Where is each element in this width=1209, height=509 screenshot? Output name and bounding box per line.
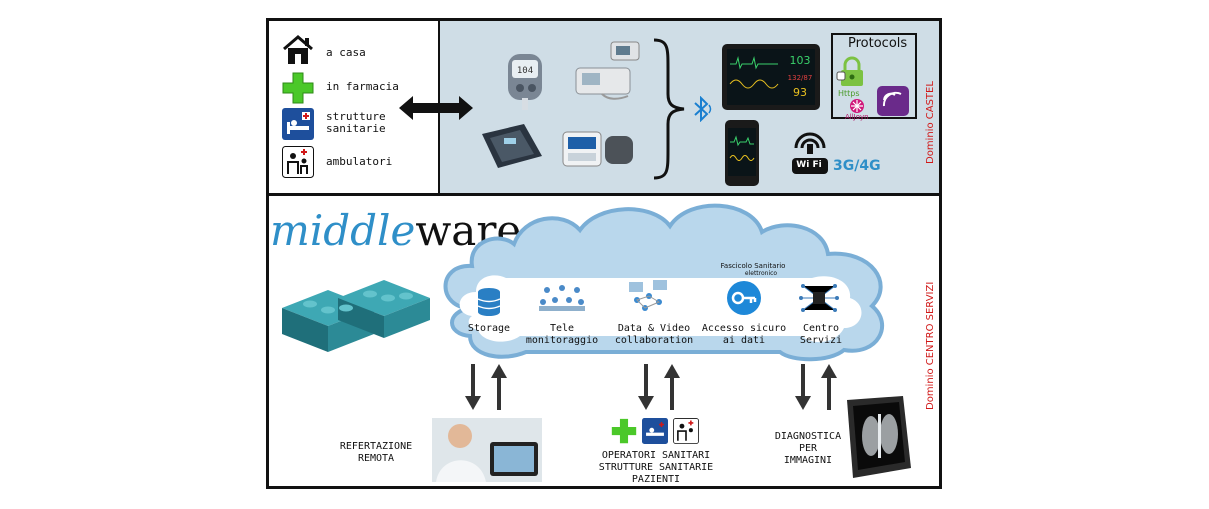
service-tele-label: Tele monitoraggio bbox=[525, 323, 599, 346]
https-lock-icon bbox=[836, 56, 863, 86]
https-label: Https bbox=[838, 89, 860, 98]
lego-blocks-icon bbox=[282, 280, 430, 352]
monitor-value-1: 103 bbox=[790, 54, 811, 67]
bluetooth-icon bbox=[694, 96, 712, 122]
mobile-network-label: 3G/4G bbox=[833, 158, 881, 174]
wifi-label: Wi Fi bbox=[796, 160, 822, 170]
protocols-box bbox=[831, 33, 917, 119]
arrows-refertazione-icon bbox=[465, 364, 507, 410]
service-collab-label: Data & Video collaboration bbox=[614, 323, 694, 346]
location-pharmacy-label: in farmacia bbox=[326, 80, 399, 93]
location-facilities-label: strutture sanitarie bbox=[326, 110, 386, 135]
operatori-caption: OPERATORI SANITARI STRUTTURE SANITARIE P… bbox=[598, 450, 714, 485]
spirometer-device-icon bbox=[610, 41, 640, 61]
clinic-doctor-icon bbox=[282, 146, 314, 178]
telemonitoring-network-icon bbox=[539, 285, 585, 311]
arrows-diagnostica-icon bbox=[795, 364, 837, 410]
operatori-clinic-icon bbox=[673, 418, 699, 444]
alljoyn-label: AllJoyn bbox=[845, 113, 869, 121]
bidirectional-arrow-icon bbox=[399, 96, 473, 120]
domain-centro-label: Dominio CENTRO SERVIZI bbox=[925, 281, 936, 410]
alljoyn-icon bbox=[850, 99, 864, 113]
blood-pressure-device-icon bbox=[562, 131, 633, 167]
doctor-tablet-photo bbox=[432, 418, 542, 482]
fascicolo-title: Fascicolo Sanitario bbox=[720, 262, 786, 270]
smartphone-icon bbox=[725, 120, 759, 186]
service-center-chip-icon bbox=[799, 284, 839, 312]
collaboration-people-icon bbox=[629, 280, 667, 311]
pharmacy-cross-icon bbox=[282, 72, 314, 104]
monitor-value-3: 93 bbox=[793, 86, 807, 99]
scale-device-icon bbox=[482, 124, 542, 168]
refertazione-caption: REFERTAZIONE REMOTA bbox=[339, 441, 413, 464]
fascicolo-subtitle: elettronico bbox=[744, 270, 778, 277]
hospital-bed-icon bbox=[282, 108, 314, 140]
arrows-operatori-icon bbox=[638, 364, 680, 410]
storage-database-icon bbox=[477, 288, 501, 316]
tablet-monitor-icon: 103 132/87 93 bbox=[722, 44, 820, 110]
house-icon bbox=[283, 35, 313, 64]
diagnostica-caption: DIAGNOSTICA PER IMMAGINI bbox=[774, 431, 842, 466]
xray-monitor-icon bbox=[847, 396, 911, 478]
wifi-icon bbox=[792, 132, 828, 174]
service-centro-label: Centro Servizi bbox=[799, 323, 843, 346]
curly-brace-icon bbox=[653, 38, 685, 180]
domain-castel-label: Dominio CASTEL bbox=[925, 81, 936, 164]
mqtt-icon bbox=[877, 86, 909, 116]
secure-access-key-icon bbox=[727, 281, 761, 315]
svg-text:104: 104 bbox=[517, 66, 533, 76]
protocols-title: Protocols bbox=[848, 36, 908, 51]
operatori-bed-icon bbox=[642, 418, 668, 444]
service-storage-label: Storage bbox=[467, 323, 511, 334]
service-access-label: Accesso sicuro ai dati bbox=[701, 323, 787, 346]
location-clinics-label: ambulatori bbox=[326, 155, 393, 168]
location-home-label: a casa bbox=[326, 46, 366, 59]
operatori-pharmacy-icon bbox=[611, 418, 637, 444]
middleware-title: middleware bbox=[270, 206, 521, 256]
ecg-device-icon bbox=[575, 67, 631, 100]
monitor-value-2: 132/87 bbox=[788, 74, 813, 82]
glucometer-device-icon: 104 bbox=[508, 54, 542, 110]
section-divider bbox=[266, 193, 942, 196]
middleware-part1: middle bbox=[270, 206, 416, 255]
